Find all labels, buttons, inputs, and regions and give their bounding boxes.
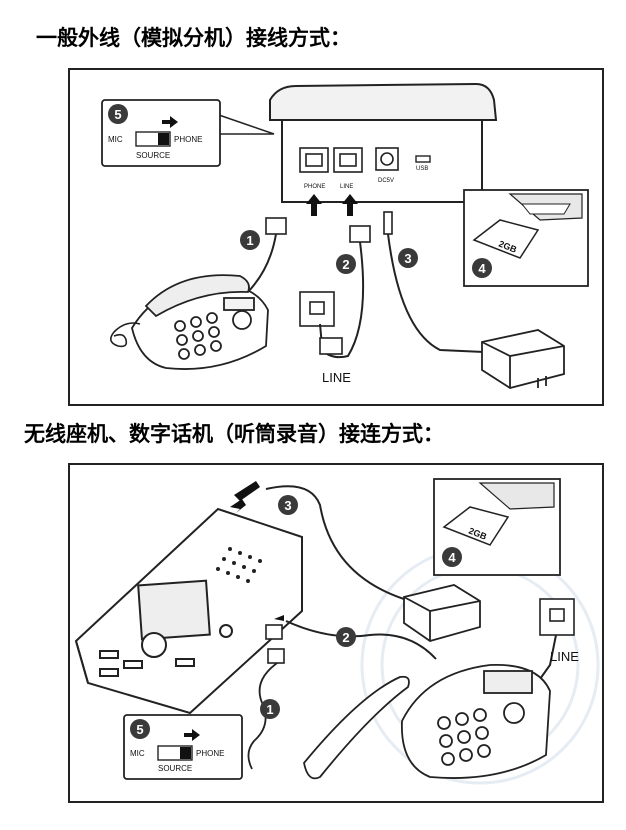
source-switch-callout: 5 MIC PHONE SOURCE [123, 714, 243, 780]
power-cable [265, 485, 405, 600]
arrow-right-icon [184, 729, 200, 741]
step-number-5: 5 [136, 722, 143, 737]
arrow-up-icon [342, 194, 358, 216]
step-number-2: 2 [342, 257, 349, 272]
dc-plug [383, 211, 393, 235]
usb-port [415, 155, 431, 163]
line-port [333, 147, 363, 173]
step-badge-2 [336, 627, 356, 647]
rj11-plug-wall [319, 337, 343, 355]
step-badge-2 [336, 254, 356, 274]
step-badge-5 [130, 719, 150, 739]
section-title-cordless: 无线座机、数字话机（听筒录音）接连方式： [24, 421, 444, 446]
step-number-3: 3 [284, 498, 291, 513]
step-number-1: 1 [266, 702, 273, 717]
step-badge-1 [240, 230, 260, 250]
step-number-5: 5 [114, 107, 121, 122]
line-label: LINE [322, 370, 351, 385]
line-cable [321, 241, 365, 359]
arrow-down-left-icon [230, 499, 246, 513]
handset-coil-cord [247, 660, 281, 770]
power-adapter [403, 584, 481, 642]
desk-telephone [131, 274, 269, 370]
step-badge-3 [278, 495, 298, 515]
rj11-plug [265, 624, 283, 640]
dc-port [375, 147, 399, 171]
step-badge-5 [108, 104, 128, 124]
arrow-up-icon [306, 194, 322, 216]
arrow-right-icon [162, 116, 178, 128]
diagram-cordless-svg: 3 2 1 2GB 4 LINE 5 MI [74, 478, 600, 785]
step-badge-1 [260, 699, 280, 719]
handset-coil-cord [110, 322, 141, 348]
rj11-plug [267, 648, 285, 664]
step-badge-3 [398, 248, 418, 268]
sd-card [442, 506, 510, 546]
step-number-2: 2 [342, 630, 349, 645]
power-adapter [481, 329, 565, 389]
handset [303, 675, 410, 780]
step-number-4: 4 [448, 550, 456, 565]
switch-label-phone: PHONE [174, 135, 202, 144]
section-title-analog: 一般外线（模拟分机）接线方式： [36, 25, 351, 50]
switch-knob [158, 133, 169, 145]
phone-cable [245, 233, 277, 295]
step-number-1: 1 [246, 233, 253, 248]
lcd-screen [137, 579, 211, 641]
phone-port [299, 147, 329, 173]
switch-label-mic: MIC [130, 749, 145, 758]
port-label-line: LINE [340, 184, 353, 190]
sd-card-callout: 2GB 4 [433, 478, 561, 576]
step-badge-4 [442, 547, 462, 567]
port-label-dc: DC5V [378, 178, 394, 184]
port-label-phone: PHONE [304, 184, 325, 190]
line-cable [285, 620, 437, 660]
power-button [219, 624, 233, 638]
diagram-analog-connection: PHONE LINE DC5V USB 5 MIC PHONE SOURCE 2… [68, 68, 604, 406]
handset [144, 274, 250, 318]
recorder-device [74, 507, 303, 715]
rj11-plug-phone [265, 217, 287, 235]
step-badge-4 [472, 258, 492, 278]
switch-knob [180, 747, 191, 759]
step-number-3: 3 [404, 251, 411, 266]
line-label: LINE [550, 649, 579, 664]
arrow-down-left-icon [274, 615, 284, 621]
arrow-down-left-icon [234, 481, 260, 501]
diagram-cordless-connection: 3 2 1 2GB 4 LINE 5 MI [68, 463, 604, 803]
switch-label-mic: MIC [108, 135, 123, 144]
diagram-analog-svg: PHONE LINE DC5V USB 5 MIC PHONE SOURCE 2… [101, 82, 589, 389]
digital-telephone [401, 664, 551, 779]
wall-socket [299, 291, 335, 327]
rj11-plug-line [349, 225, 371, 243]
source-switch-callout: 5 MIC PHONE SOURCE [101, 99, 275, 167]
switch-label-phone: PHONE [196, 749, 224, 758]
wall-socket [539, 598, 575, 636]
sd-card-callout: 2GB 4 [463, 189, 589, 287]
power-cable [387, 233, 485, 353]
step-number-4: 4 [478, 261, 486, 276]
speaker-grille [216, 547, 262, 583]
switch-caption: SOURCE [136, 151, 170, 160]
switch-caption: SOURCE [158, 764, 192, 773]
sd-card [472, 219, 540, 259]
port-label-usb: USB [416, 166, 428, 172]
nav-button [141, 632, 167, 658]
